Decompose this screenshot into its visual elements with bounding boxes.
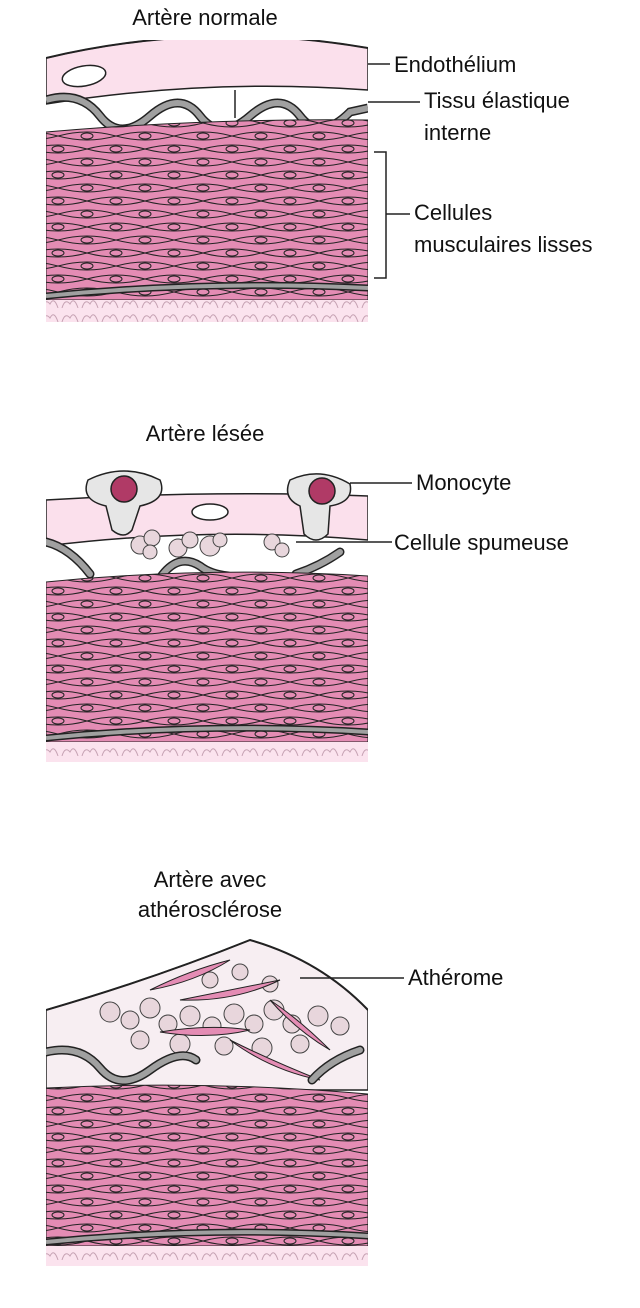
- injured-artery-illustration: [46, 470, 368, 762]
- label-endothelium: Endothélium: [394, 52, 517, 77]
- atherosclerosis-illustration: [46, 930, 368, 1266]
- panel-3-title-line1: Artère avec: [153, 867, 267, 892]
- label-smooth-muscle-line2: musculaires lisses: [414, 232, 593, 257]
- label-elastic-tissue-line2: interne: [424, 120, 492, 145]
- label-monocyte: Monocyte: [416, 470, 512, 495]
- label-elastic-tissue-line1: Tissu élastique: [424, 88, 570, 113]
- label-atheroma: Athérome: [408, 965, 504, 990]
- panel-2-title: Artère lésée: [145, 421, 265, 446]
- label-smooth-muscle-line1: Cellules: [414, 200, 493, 225]
- panel-3-title-line2: athérosclérose: [137, 897, 283, 922]
- label-foam-cell: Cellule spumeuse: [394, 530, 569, 555]
- panel-1-title: Artère normale: [132, 5, 278, 30]
